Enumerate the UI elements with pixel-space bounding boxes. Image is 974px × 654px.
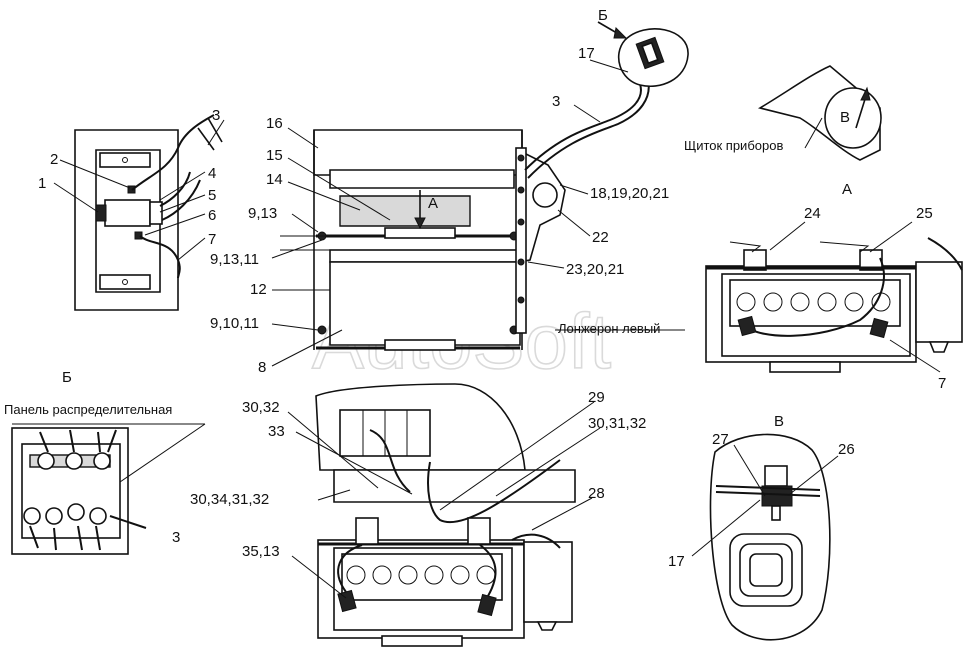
label-30-32: 30,32	[242, 399, 280, 416]
label-25: 25	[916, 205, 933, 222]
label-29: 29	[588, 389, 605, 406]
label-15: 15	[266, 147, 283, 164]
label-4: 4	[208, 165, 216, 182]
leader-lines	[53, 59, 941, 599]
view-v-title: В	[774, 413, 784, 430]
label-3-panel: 3	[172, 529, 180, 546]
label-17-top: 17	[578, 45, 595, 62]
label-1: 1	[38, 175, 46, 192]
label-3-top: 3	[552, 93, 560, 110]
label-9-10-11: 9,10,11	[210, 315, 259, 332]
label-22: 22	[592, 229, 609, 246]
label-16: 16	[266, 115, 283, 132]
label-14: 14	[266, 171, 283, 188]
label-2: 2	[50, 151, 58, 168]
arrow-a-label: А	[428, 195, 438, 212]
arrow-b-label: Б	[598, 7, 608, 24]
caption-panel: Панель распределительная	[4, 402, 172, 417]
dashboard-sketch	[757, 65, 882, 161]
view-b-title: Б	[62, 369, 72, 386]
view-v-detail	[709, 433, 831, 641]
battery-box-side-view	[280, 129, 566, 351]
arrow-v-label: В	[840, 109, 850, 126]
bottom-battery-assembly	[315, 383, 576, 647]
label-7-view-a: 7	[938, 375, 946, 392]
caption-spar: Лонжерон левый	[558, 321, 660, 336]
relay-bracket-view	[74, 114, 223, 311]
view-a-battery	[705, 237, 963, 373]
label-30-31-32: 30,31,32	[588, 415, 646, 432]
label-18-21: 18,19,20,21	[590, 185, 669, 202]
label-24: 24	[804, 205, 821, 222]
label-17-bottom: 17	[668, 553, 685, 570]
label-35-13: 35,13	[242, 543, 280, 560]
label-33: 33	[268, 423, 285, 440]
label-6: 6	[208, 207, 216, 224]
label-27: 27	[712, 431, 729, 448]
label-7: 7	[208, 231, 216, 248]
label-3: 3	[212, 107, 220, 124]
caption-dashboard: Щиток приборов	[684, 138, 783, 153]
label-28: 28	[588, 485, 605, 502]
label-30-34-31-32: 30,34,31,32	[190, 491, 269, 508]
label-9-13-11: 9,13,11	[210, 251, 259, 268]
view-b-distribution-panel	[11, 423, 206, 555]
part-number-labels: 3 2 1 4 5 6 7 16 15 14 9,13 9,13,11 12 9…	[4, 7, 946, 570]
label-12: 12	[250, 281, 267, 298]
label-5: 5	[208, 187, 216, 204]
label-26: 26	[838, 441, 855, 458]
label-9-13: 9,13	[248, 205, 277, 222]
label-8: 8	[258, 359, 266, 376]
view-a-title: А	[842, 181, 852, 198]
connector-17-detail	[597, 21, 689, 87]
label-23-20-21: 23,20,21	[566, 261, 624, 278]
